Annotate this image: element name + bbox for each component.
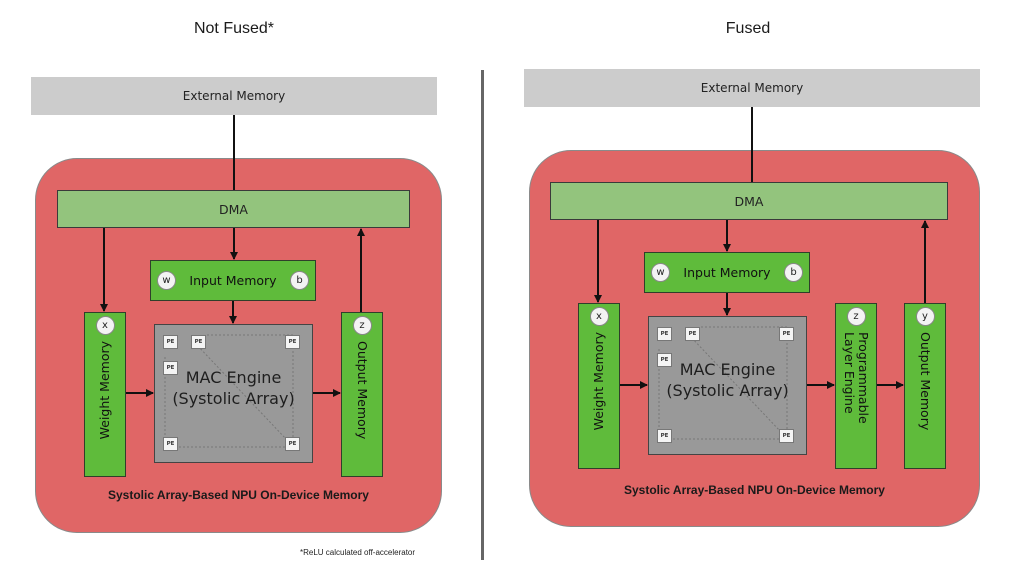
b-badge: b	[290, 271, 309, 290]
b-badge: b	[784, 263, 803, 282]
npu-caption: Systolic Array-Based NPU On-Device Memor…	[108, 488, 369, 502]
mac-engine-line1: MAC Engine	[679, 360, 776, 379]
layer-engine-line1: Programmable	[856, 332, 871, 424]
weight-memory-block: x Weight Memory	[84, 312, 126, 477]
footnote: *ReLU calculated off-accelerator	[300, 548, 416, 557]
pe-cell: PE	[657, 353, 672, 367]
output-memory-block: z Output Memory	[341, 312, 383, 477]
mac-engine-line2: (Systolic Array)	[666, 381, 789, 400]
z-badge: z	[352, 316, 372, 335]
x-badge: x	[95, 316, 115, 335]
fused-title: Fused	[725, 20, 771, 37]
input-memory-block: w Input Memory b	[644, 252, 810, 293]
output-memory-label: Output Memory	[355, 341, 370, 440]
w-badge: w	[157, 271, 176, 290]
external-memory-block: External Memory	[31, 77, 437, 115]
output-memory-label: Output Memory	[918, 332, 933, 431]
npu-caption: Systolic Array-Based NPU On-Device Memor…	[624, 483, 885, 497]
not-fused-title: Not Fused*	[193, 20, 275, 37]
pe-cell: PE	[779, 327, 794, 341]
pe-cell: PE	[163, 335, 178, 349]
pe-cell: PE	[779, 429, 794, 443]
x-badge: x	[589, 307, 609, 326]
mac-engine-label: MAC Engine (Systolic Array)	[155, 367, 312, 409]
mac-engine-block: PE PE PE PE PE PE MAC Engine (Systolic A…	[154, 324, 313, 463]
weight-memory-block: x Weight Memory	[578, 303, 620, 469]
pe-cell: PE	[685, 327, 700, 341]
input-memory-block: w Input Memory b	[150, 260, 316, 301]
pe-cell: PE	[657, 327, 672, 341]
mac-engine-label: MAC Engine (Systolic Array)	[649, 359, 806, 401]
pe-cell: PE	[657, 429, 672, 443]
pe-cell: PE	[163, 361, 178, 375]
input-memory-label: Input Memory	[683, 265, 771, 280]
pe-cell: PE	[191, 335, 206, 349]
external-memory-block: External Memory	[524, 69, 980, 107]
y-badge: y	[915, 307, 935, 326]
output-memory-block: y Output Memory	[904, 303, 946, 469]
programmable-layer-engine-block: z Programmable Layer Engine	[835, 303, 877, 469]
z-badge: z	[846, 307, 866, 326]
mac-engine-line2: (Systolic Array)	[172, 389, 295, 408]
pe-cell: PE	[285, 335, 300, 349]
pe-cell: PE	[163, 437, 178, 451]
pe-cell: PE	[285, 437, 300, 451]
w-badge: w	[651, 263, 670, 282]
layer-engine-line2: Layer Engine	[842, 332, 857, 414]
dma-block: DMA	[57, 190, 410, 228]
layer-engine-label: Programmable Layer Engine	[842, 332, 871, 424]
input-memory-label: Input Memory	[189, 273, 277, 288]
mac-engine-line1: MAC Engine	[185, 368, 282, 387]
panel-divider	[481, 70, 484, 560]
mac-engine-block: PE PE PE PE PE PE MAC Engine (Systolic A…	[648, 316, 807, 455]
dma-block: DMA	[550, 182, 948, 220]
